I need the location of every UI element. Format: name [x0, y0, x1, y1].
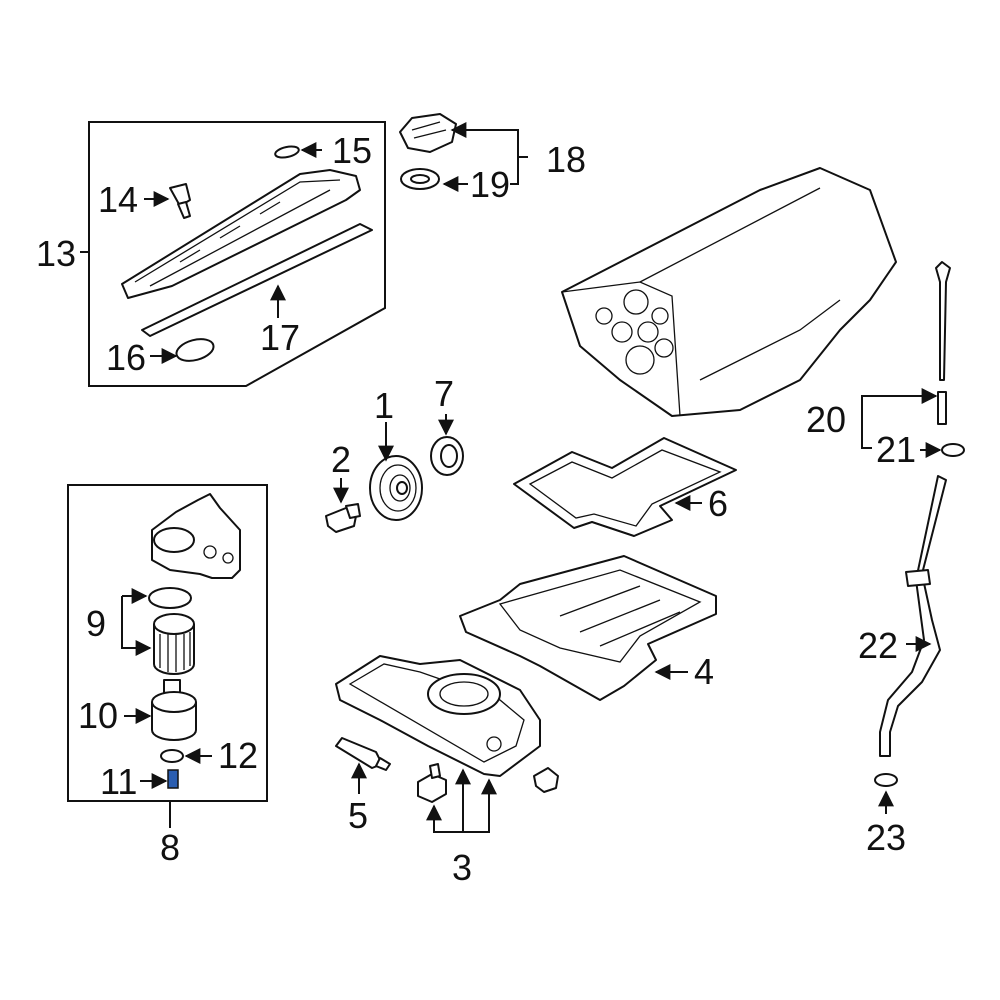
drain-bolt-part[interactable]: [167, 769, 179, 789]
leader-18: [450, 122, 528, 158]
leader-20b: [861, 420, 872, 449]
leader-9b: [121, 596, 152, 656]
callout-1: 1: [374, 385, 394, 426]
cap-seal-part[interactable]: [400, 168, 440, 190]
filler-cap-part[interactable]: [399, 113, 457, 153]
callout-4: 4: [694, 651, 714, 692]
callout-20: 20: [806, 399, 846, 440]
leader-20a: [861, 388, 938, 420]
oil-filter-kit-frame: [67, 484, 268, 802]
oil-pan-part[interactable]: [335, 655, 541, 777]
front-seal-part[interactable]: [430, 436, 464, 476]
callout-14: 14: [98, 179, 138, 220]
dipstick-seal-part[interactable]: [941, 443, 965, 457]
sensor-part[interactable]: [169, 183, 191, 219]
callout-9: 9: [86, 603, 106, 644]
filter-o-ring-part[interactable]: [148, 587, 192, 609]
dipstick-tube-part[interactable]: [879, 475, 947, 757]
callout-17: 17: [260, 317, 300, 358]
callout-6: 6: [708, 483, 728, 524]
callout-8: 8: [160, 827, 180, 868]
filter-element-part[interactable]: [153, 613, 195, 675]
callout-23: 23: [866, 817, 906, 858]
engine-block-outline: [561, 167, 897, 417]
crankshaft-pulley-part[interactable]: [369, 455, 423, 521]
sealant-tube-part[interactable]: [335, 737, 391, 771]
callout-22: 22: [858, 625, 898, 666]
callout-3: 3: [452, 847, 472, 888]
valve-cover-kit-frame: [88, 121, 386, 387]
dipstick-part[interactable]: [935, 261, 951, 425]
callout-11: 11: [100, 761, 137, 802]
leader-3b: [426, 804, 463, 833]
valve-cover-gasket-part[interactable]: [141, 223, 373, 337]
washer-part[interactable]: [160, 749, 184, 763]
callout-16: 16: [106, 337, 146, 378]
callout-19: 19: [470, 164, 510, 205]
filter-housing-part[interactable]: [151, 493, 241, 579]
valve-cover-part[interactable]: [121, 169, 361, 299]
oil-level-sensor-part[interactable]: [417, 763, 447, 803]
callout-5: 5: [348, 795, 368, 836]
oil-pan-gasket-part[interactable]: [513, 437, 737, 537]
callout-15: 15: [332, 130, 372, 171]
filter-cap-part[interactable]: [151, 679, 197, 741]
oil-pan-upper-part[interactable]: [459, 555, 717, 701]
callout-12: 12: [218, 735, 258, 776]
callout-18: 18: [546, 139, 586, 180]
callout-13: 13: [36, 233, 76, 274]
grommet-part[interactable]: [174, 335, 216, 364]
callout-21: 21: [876, 429, 916, 470]
callout-7: 7: [434, 373, 454, 414]
drain-plug-part[interactable]: [533, 767, 559, 793]
tube-seal-part[interactable]: [874, 773, 898, 787]
leader-3c: [463, 778, 497, 833]
leader-18b: [510, 157, 519, 185]
callout-10: 10: [78, 695, 118, 736]
seal-part[interactable]: [274, 145, 300, 160]
callout-2: 2: [331, 439, 351, 480]
pulley-bolt-part[interactable]: [325, 503, 361, 533]
